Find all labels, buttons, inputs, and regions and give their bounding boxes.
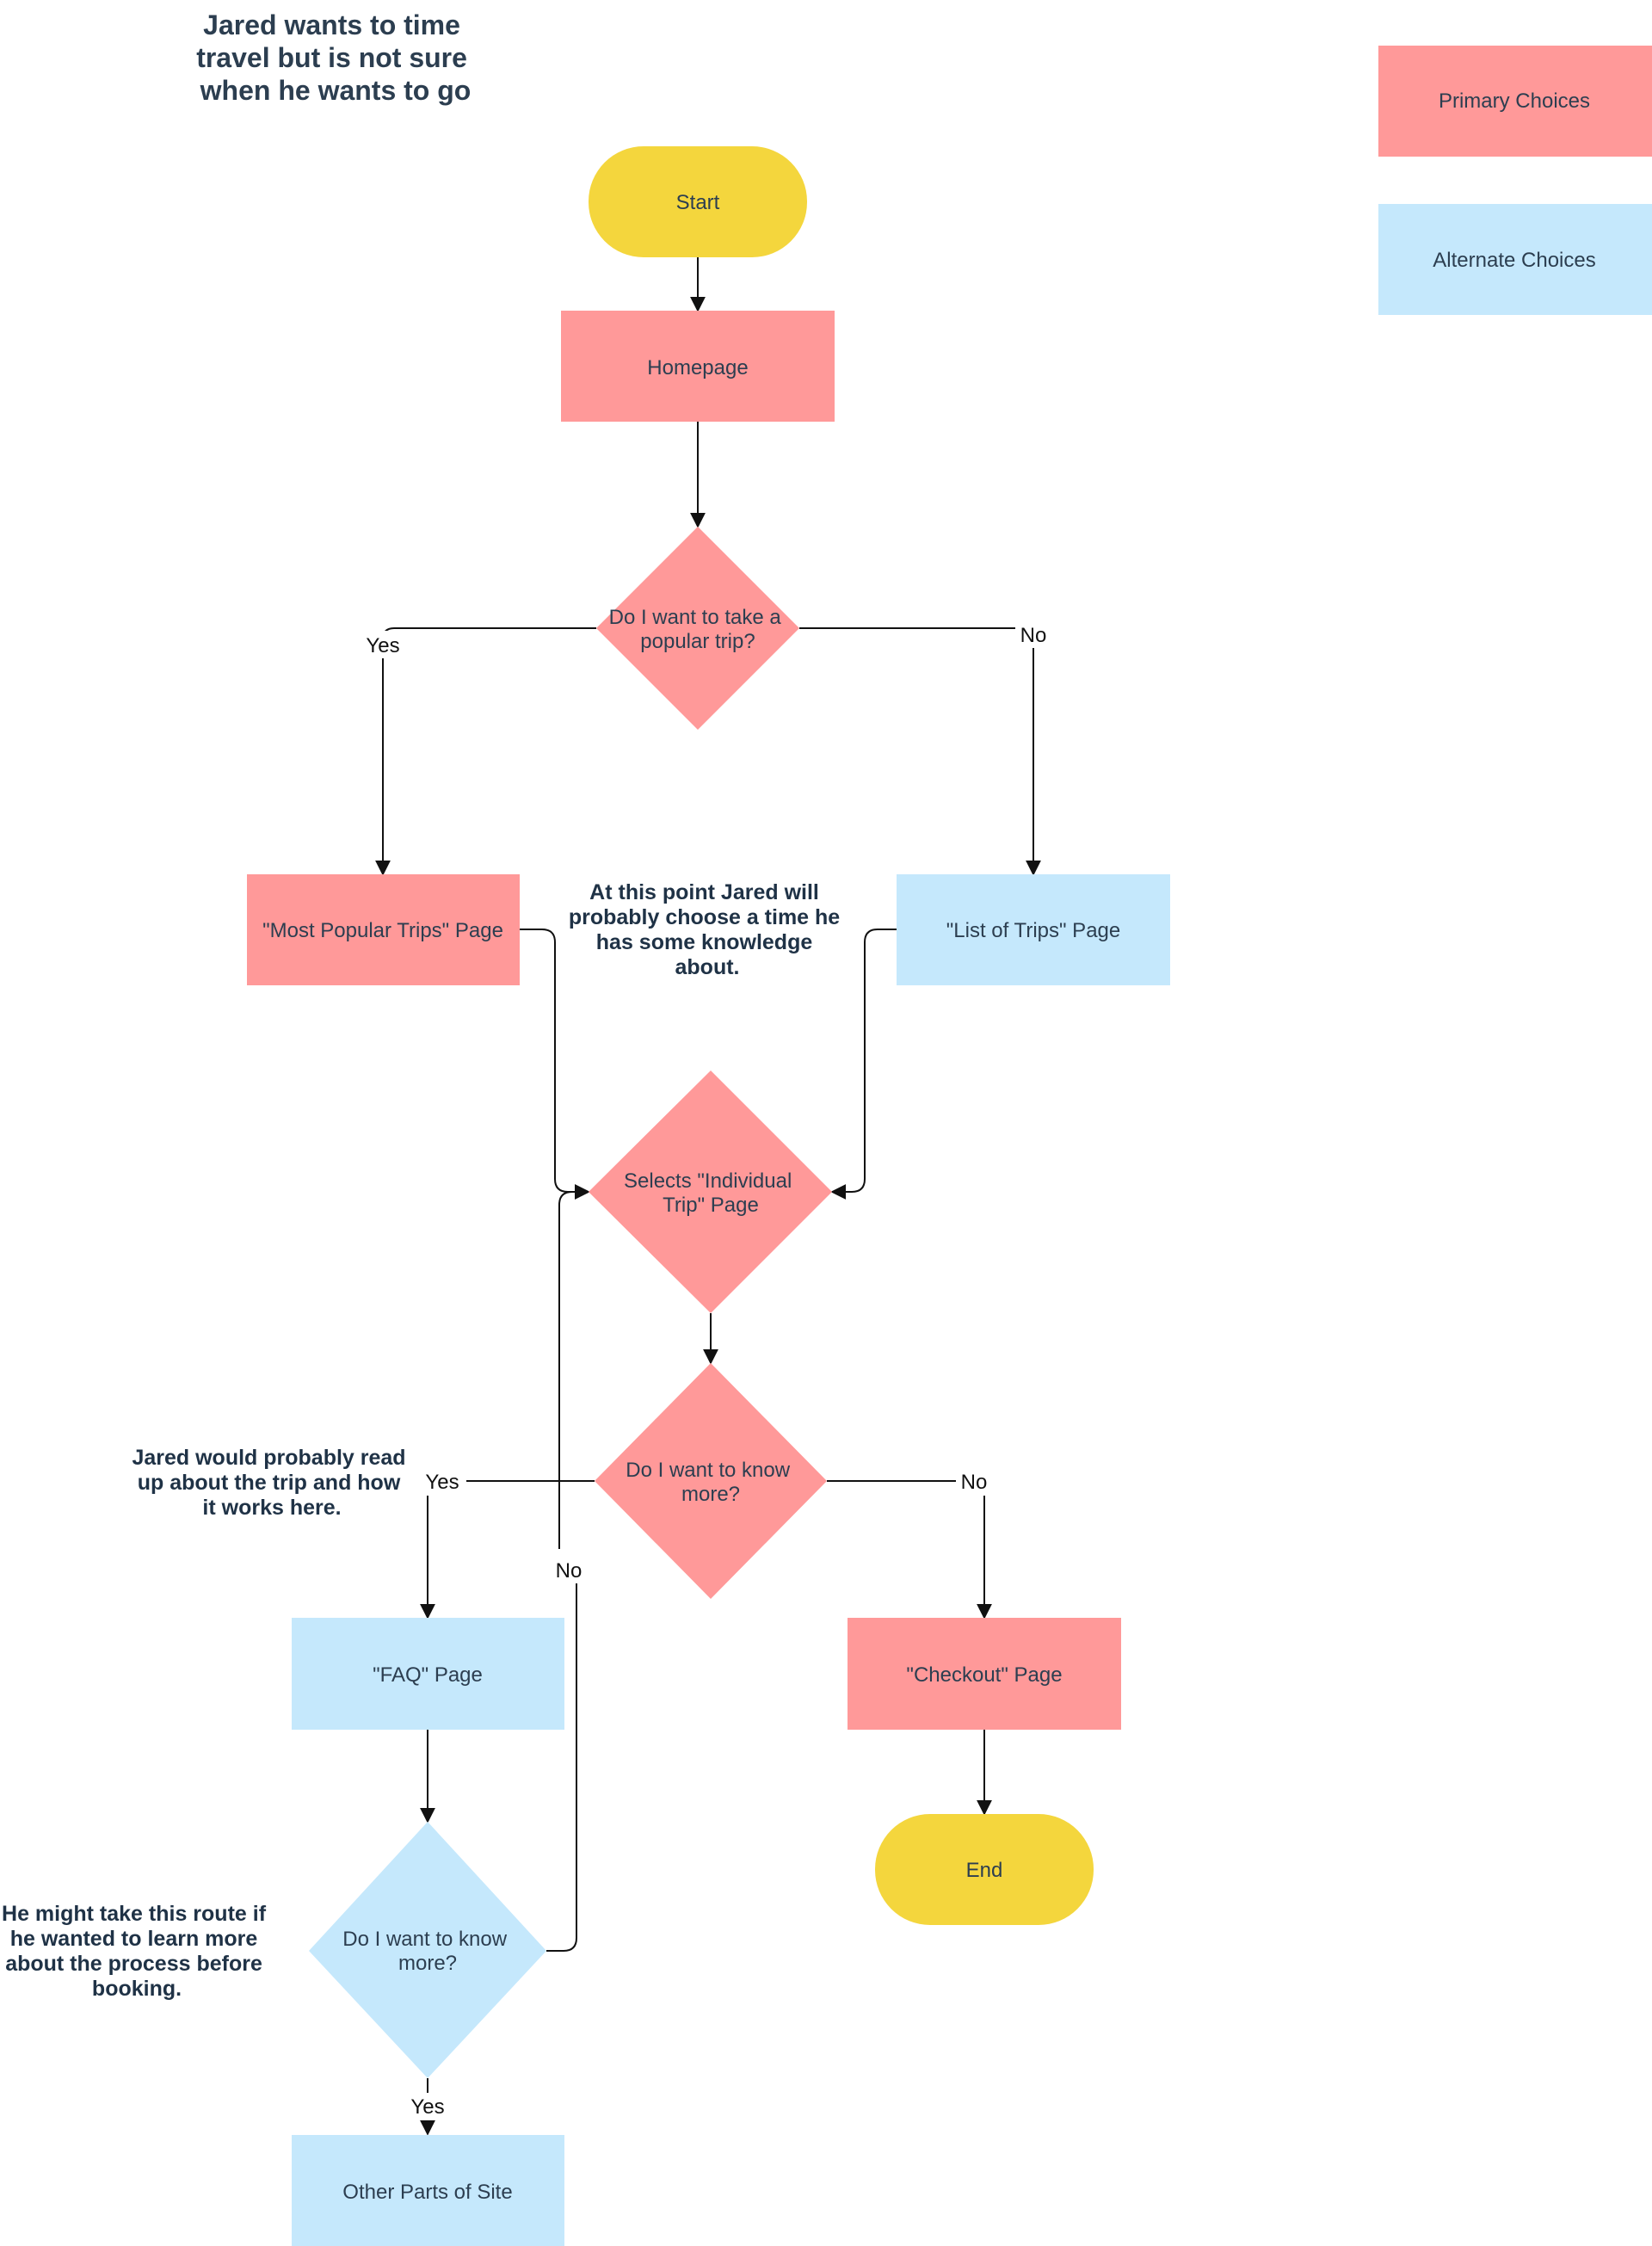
note-knowledge: At this point Jared will probably choose…	[569, 880, 846, 979]
start-label: Start	[676, 191, 720, 214]
faq-page[interactable]	[292, 1618, 564, 1730]
edge-label-know2-yes: Yes	[410, 2095, 444, 2119]
edge-label-bg	[404, 2093, 451, 2120]
legend-primary-swatch	[1378, 46, 1652, 157]
note-route-line-1: He might take this route if	[2, 1902, 267, 1926]
edge-label-know1-no: No	[961, 1471, 988, 1494]
nodes: Start Homepage Do I want to take a popul…	[247, 146, 1170, 2246]
start-terminal[interactable]	[589, 146, 807, 257]
other-parts-of-site[interactable]	[292, 2135, 564, 2246]
edge-know2-no	[546, 1583, 577, 1952]
end-label: End	[966, 1859, 1003, 1882]
note-knowledge-line-3: has some knowledge	[596, 930, 813, 954]
know-more-1-line-1: Do I want to know	[626, 1459, 790, 1482]
know-more-1-label: Do I want to know more?	[626, 1459, 795, 1506]
most-popular-trips-label: "Most Popular Trips" Page	[262, 919, 503, 942]
individual-trip-line-2: Trip" Page	[663, 1194, 759, 1217]
popular-trip-decision-label: Do I want to take a popular trip?	[609, 606, 787, 653]
note-route-line-4: booking.	[92, 1977, 182, 2001]
note-read-up: Jared would probably read up about the t…	[132, 1446, 411, 1520]
other-parts-label: Other Parts of Site	[342, 2181, 512, 2204]
know-more-decision-1[interactable]	[595, 1363, 827, 1599]
faq-label: "FAQ" Page	[373, 1663, 483, 1687]
edge-label-bg	[420, 1468, 466, 1496]
edge-label-bg	[1015, 620, 1051, 648]
note-knowledge-line-2: probably choose a time he	[569, 905, 840, 929]
edge-mostpopular-individual	[519, 929, 590, 1200]
edge-popular-yes	[375, 627, 596, 876]
list-of-trips-page[interactable]	[897, 874, 1170, 985]
know-more-2-label: Do I want to know more?	[342, 1928, 512, 1975]
title-line-2: travel but is not sure	[196, 42, 467, 73]
note-read-up-line-3: it works here.	[202, 1496, 341, 1520]
diagram-title: Jared wants to time travel but is not su…	[196, 9, 475, 106]
popular-trip-decision[interactable]	[596, 527, 799, 730]
know-more-1-line-2: more?	[681, 1483, 740, 1506]
know-more-decision-2[interactable]	[309, 1822, 546, 2078]
checkout-label: "Checkout" Page	[906, 1663, 1062, 1687]
individual-trip-label: Selects "Individual Trip" Page	[624, 1169, 798, 1217]
end-terminal[interactable]	[875, 1814, 1094, 1925]
edge-know1-yes	[420, 1480, 595, 1620]
edge-label-bg	[360, 631, 406, 658]
edge-label-bg	[956, 1468, 992, 1496]
edge-list-individual	[830, 929, 897, 1200]
popular-trip-line-2: popular trip?	[640, 630, 755, 653]
title-line-3: when he wants to go	[200, 75, 472, 106]
list-of-trips-label: "List of Trips" Page	[946, 919, 1120, 942]
legend-primary-label: Primary Choices	[1439, 89, 1590, 113]
edge-know1-no	[827, 1480, 992, 1620]
note-route-line-2: he wanted to learn more	[10, 1927, 258, 1951]
edge-label-bg	[551, 1556, 589, 1583]
legend-alternate-swatch	[1378, 204, 1652, 315]
note-read-up-line-2: up about the trip and how	[138, 1471, 401, 1495]
note-read-up-line-1: Jared would probably read	[132, 1446, 405, 1470]
legend-alternate-label: Alternate Choices	[1433, 249, 1595, 272]
note-route-line-3: about the process before	[5, 1952, 262, 1976]
individual-trip-decision[interactable]	[589, 1071, 832, 1313]
annotations: At this point Jared will probably choose…	[2, 880, 846, 2001]
title-line-1: Jared wants to time	[203, 9, 460, 40]
know-more-2-line-1: Do I want to know	[342, 1928, 507, 1951]
most-popular-trips-page[interactable]	[247, 874, 520, 985]
edge-label-popular-yes: Yes	[366, 634, 399, 657]
popular-trip-line-1: Do I want to take a	[609, 606, 782, 629]
note-knowledge-line-4: about.	[675, 955, 740, 979]
edge-label-know1-yes: Yes	[425, 1471, 459, 1494]
edge-label-know2-no: No	[556, 1559, 583, 1583]
note-knowledge-line-1: At this point Jared will	[589, 880, 819, 904]
homepage-label: Homepage	[647, 356, 748, 379]
edge-popular-no	[799, 627, 1041, 876]
edge-know2-no-upper	[558, 1184, 590, 1549]
note-route: He might take this route if he wanted to…	[2, 1902, 272, 2001]
legend: Primary Choices Alternate Choices	[1378, 46, 1652, 315]
individual-trip-line-1: Selects "Individual	[624, 1169, 792, 1193]
homepage-process[interactable]	[561, 311, 835, 422]
know-more-2-line-2: more?	[398, 1952, 457, 1975]
edge-label-popular-no: No	[1020, 624, 1047, 647]
checkout-page[interactable]	[848, 1618, 1121, 1730]
edge-labels: Yes No Yes No No Yes	[360, 620, 1051, 2120]
